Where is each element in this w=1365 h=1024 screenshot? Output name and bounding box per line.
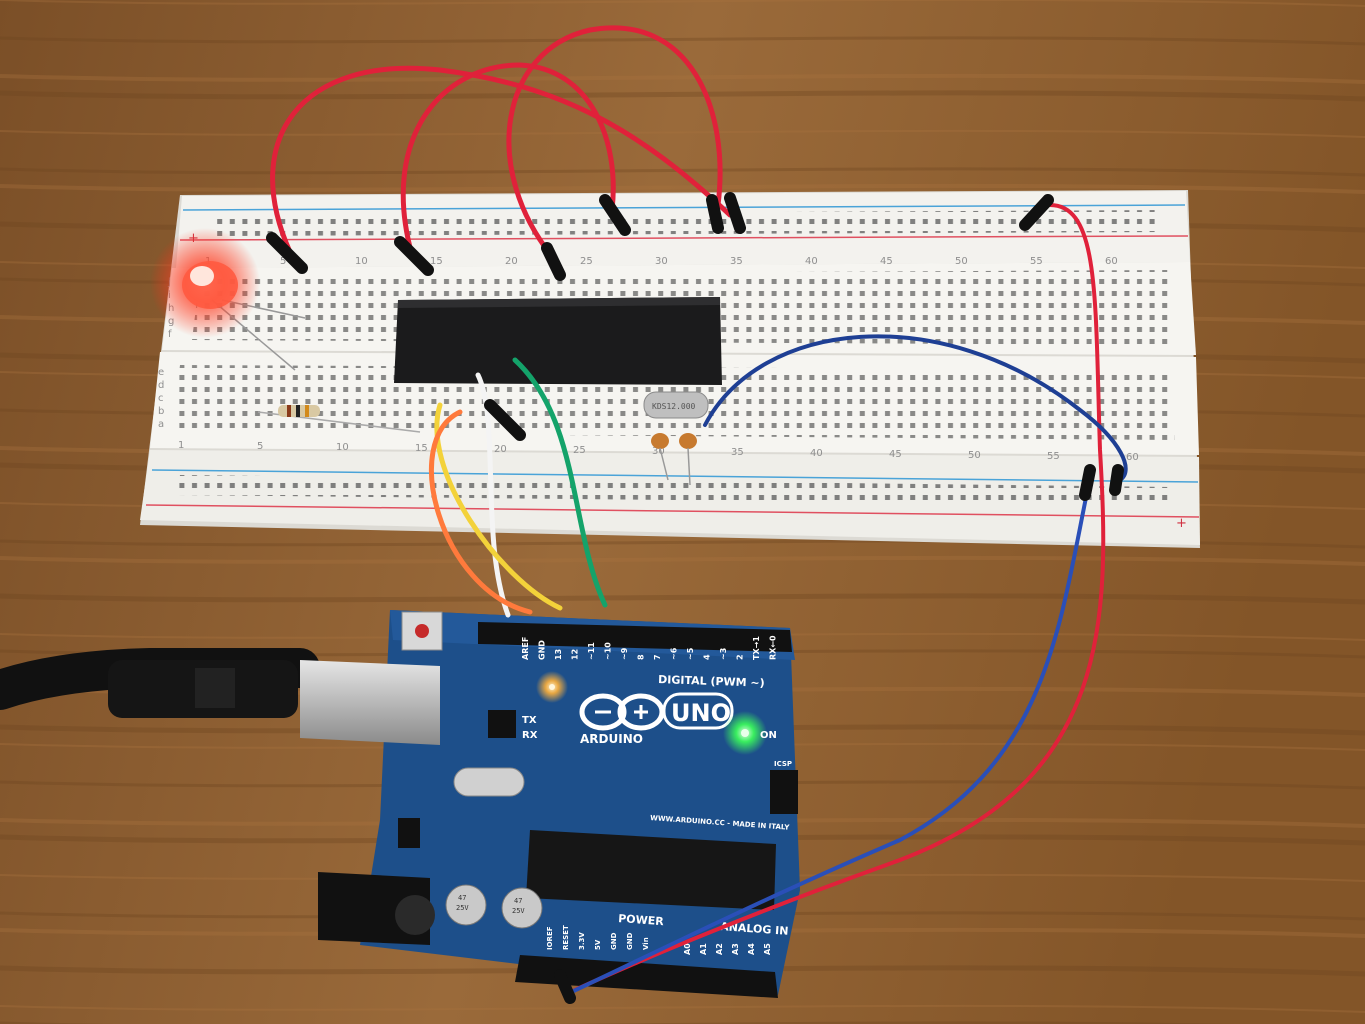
digital-pin-label: 7	[653, 654, 662, 660]
digital-pin-label: 12	[571, 649, 580, 660]
digital-pin-label: ~3	[719, 648, 728, 660]
digital-pin-label: RX←0	[769, 635, 778, 660]
breadboard-column-number: 55	[1030, 256, 1043, 267]
digital-pin-label: AREF	[521, 637, 530, 660]
svg-text:25V: 25V	[456, 904, 469, 912]
resistor	[257, 405, 421, 433]
analog-pin-label: A3	[731, 943, 740, 955]
crystal-label: KDS12.000	[652, 402, 696, 411]
analog-pin-label: A2	[715, 943, 724, 955]
analog-pin-label: A1	[699, 943, 708, 955]
ceramic-capacitors	[651, 433, 697, 486]
digital-pin-label: ~11	[587, 642, 596, 660]
breadboard-column-number: 55	[1047, 451, 1060, 462]
breadboard-row-letter: d	[158, 380, 164, 391]
digital-label: DIGITAL (PWM ~)	[658, 673, 765, 690]
power-pin-label: 3.3V	[578, 932, 586, 950]
arduino-uno-board: AREF GND 13 12 ~11 ~10 ~9 8 7 ~6 ~5 4 ~3 2 TX→1 RX←0 DI…	[318, 610, 800, 998]
breadboard-column-number: 30	[655, 256, 668, 267]
svg-text:47: 47	[458, 894, 466, 902]
breadboard-column-number: 10	[355, 256, 368, 267]
power-pin-label: RESET	[562, 925, 570, 950]
digital-pin-label: 4	[703, 654, 712, 660]
breadboard-column-number: 40	[810, 448, 823, 459]
breadboard-column-number: 20	[494, 444, 507, 455]
breadboard-row-letter: b	[158, 406, 164, 417]
on-label: ON	[760, 730, 777, 741]
jumper-wires	[266, 25, 1128, 1004]
breadboard-column-number: 35	[730, 256, 743, 267]
breadboard-column-number: 35	[731, 447, 744, 458]
digital-pin-label: 2	[736, 654, 745, 660]
breadboard-column-number: 15	[415, 443, 428, 454]
power-pin-label: GND	[610, 932, 618, 950]
breadboard-row-letter: e	[158, 367, 164, 378]
breadboard-column-number: 25	[573, 445, 586, 456]
breadboard-column-number: 40	[805, 256, 818, 267]
breadboard-column-number: 25	[580, 256, 593, 267]
digital-pin-label: ~6	[670, 647, 679, 660]
crystal-oscillator: KDS12.000	[643, 391, 709, 419]
power-pin-label: 5V	[594, 939, 602, 950]
breadboard-column-number: 20	[505, 256, 518, 267]
power-label: POWER	[618, 912, 665, 928]
breadboard-column-number: 50	[968, 450, 981, 461]
breadboard-column-number: 45	[880, 256, 893, 267]
analog-pin-label: A4	[747, 943, 756, 955]
atmega-chip	[394, 297, 722, 385]
digital-pin-label: ~9	[620, 647, 629, 660]
breadboard-row-letter: f	[168, 329, 172, 340]
svg-text:47: 47	[514, 897, 522, 905]
digital-pin-label: GND	[538, 640, 547, 660]
icsp-label: ICSP	[774, 760, 792, 768]
digital-pin-label: 13	[554, 649, 563, 660]
tx-label: TX	[522, 715, 537, 726]
breadboard-column-number: 50	[955, 256, 968, 267]
power-pin-label: GND	[626, 932, 634, 950]
digital-pin-label: ~10	[604, 642, 613, 660]
breadboard-column-number: 1	[178, 440, 184, 451]
breadboard-row-letter: c	[158, 393, 164, 404]
breadboard-column-number: 30	[652, 446, 665, 457]
capacitor-left: 47 25V	[445, 884, 487, 926]
digital-pin-label: 8	[637, 654, 646, 660]
breadboard-column-number: 45	[889, 449, 902, 460]
brand-label: ARDUINO	[580, 732, 643, 746]
arduino-logo: ARDUINO	[579, 693, 665, 746]
breadboard-column-number: 15	[430, 256, 443, 267]
analog-pin-label: A0	[683, 943, 692, 955]
breadboard-column-number: 60	[1126, 452, 1139, 463]
power-pin-label: Vin	[642, 937, 650, 950]
breadboard-row-letter: a	[158, 419, 164, 430]
model-label: UNO	[671, 699, 731, 727]
breadboard-column-number: 5	[280, 256, 286, 267]
capacitor-right: 47 25V	[501, 887, 543, 929]
usb-cable	[0, 648, 440, 745]
digital-pin-label: ~5	[686, 647, 695, 660]
breadboard-column-number: 5	[257, 441, 263, 452]
rx-label: RX	[522, 730, 538, 741]
digital-pin-label: TX→1	[752, 636, 761, 660]
analog-label: ANALOG IN	[720, 920, 789, 938]
power-pin-label: IOREF	[546, 926, 554, 950]
breadboard-column-number: 60	[1105, 256, 1118, 267]
rail-plus-bottom: +	[1176, 516, 1187, 531]
breadboard-column-number: 10	[336, 442, 349, 453]
svg-text:25V: 25V	[512, 907, 525, 915]
red-led	[150, 228, 306, 371]
analog-pin-label: A5	[763, 943, 772, 955]
